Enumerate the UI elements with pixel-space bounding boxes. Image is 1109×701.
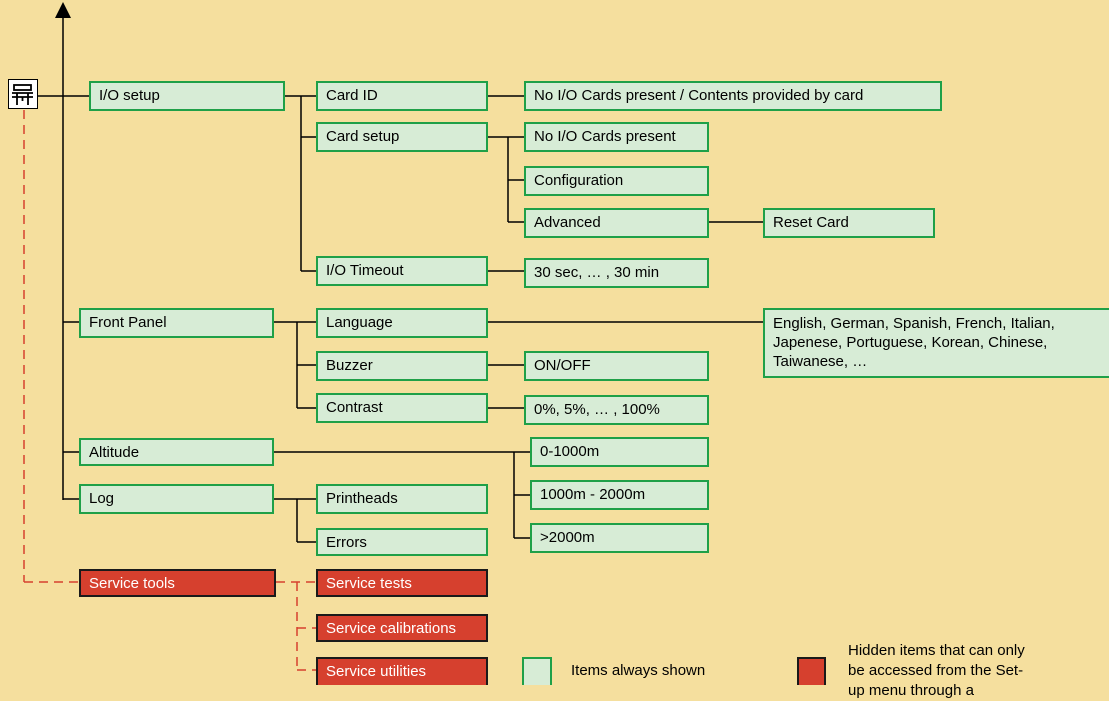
menu-item-log[interactable]: Log	[79, 484, 274, 514]
menu-item-language[interactable]: Language	[316, 308, 488, 338]
menu-item-service-tools[interactable]: Service tools	[79, 569, 276, 597]
value-buzzer: ON/OFF	[524, 351, 709, 381]
value-altitude-mid[interactable]: 1000m - 2000m	[530, 480, 709, 510]
menu-item-contrast[interactable]: Contrast	[316, 393, 488, 423]
legend-swatch-hidden	[797, 657, 826, 685]
menu-item-advanced[interactable]: Advanced	[524, 208, 709, 238]
legend-label-shown: Items always shown	[571, 662, 706, 679]
value-altitude-high[interactable]: >2000m	[530, 523, 709, 553]
menu-item-io-setup[interactable]: I/O setup	[89, 81, 285, 111]
menu-item-no-cards[interactable]: No I/O Cards present	[524, 122, 709, 152]
value-language: English, German, Spanish, French, Italia…	[763, 308, 1109, 378]
menu-item-card-id[interactable]: Card ID	[316, 81, 488, 111]
value-io-timeout: 30 sec, … , 30 min	[524, 258, 709, 288]
arrow-up-icon	[55, 2, 71, 18]
legend-label-hidden: Hidden items that can only be accessed f…	[848, 642, 1025, 699]
menu-tree-connectors	[23, 2, 766, 671]
menu-item-buzzer[interactable]: Buzzer	[316, 351, 488, 381]
menu-item-altitude[interactable]: Altitude	[79, 438, 274, 466]
value-card-id: No I/O Cards present / Contents provided…	[524, 81, 942, 111]
menu-item-errors[interactable]: Errors	[316, 528, 488, 556]
menu-item-io-timeout[interactable]: I/O Timeout	[316, 256, 488, 286]
menu-item-reset-card[interactable]: Reset Card	[763, 208, 935, 238]
menu-item-configuration[interactable]: Configuration	[524, 166, 709, 196]
menu-item-service-utilities[interactable]: Service utilities	[316, 657, 488, 685]
value-contrast: 0%, 5%, … , 100%	[524, 395, 709, 425]
legend-swatch-shown	[522, 657, 552, 685]
menu-item-printheads[interactable]: Printheads	[316, 484, 488, 514]
plotter-icon[interactable]	[8, 79, 38, 109]
value-altitude-low[interactable]: 0-1000m	[530, 437, 709, 467]
menu-item-service-calibrations[interactable]: Service calibrations	[316, 614, 488, 642]
menu-item-card-setup[interactable]: Card setup	[316, 122, 488, 152]
menu-item-service-tests[interactable]: Service tests	[316, 569, 488, 597]
menu-item-front-panel[interactable]: Front Panel	[79, 308, 274, 338]
